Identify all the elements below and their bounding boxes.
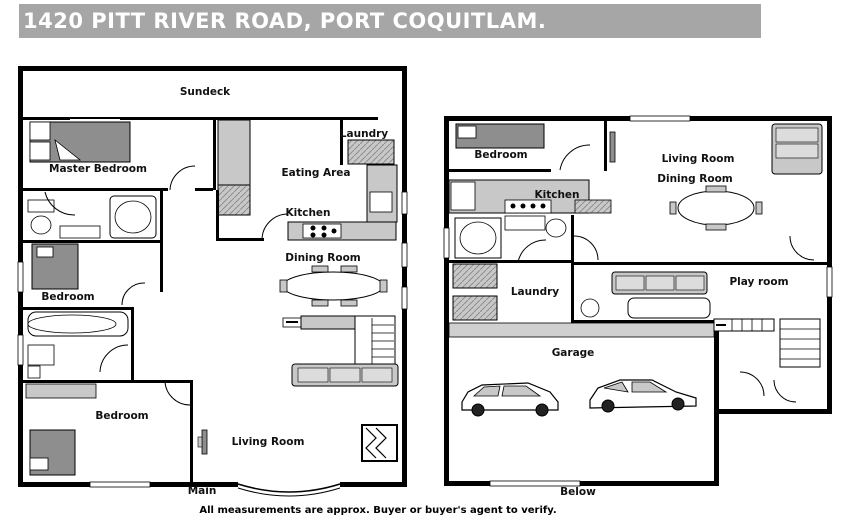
fridge — [574, 199, 612, 214]
room-label-living-room: Living Room — [232, 436, 305, 448]
vanity — [59, 225, 101, 239]
dining-table — [282, 271, 384, 301]
window — [826, 266, 833, 298]
toilet — [27, 199, 55, 213]
tv — [609, 131, 616, 163]
car-icon — [461, 382, 559, 417]
toilet — [580, 298, 600, 318]
chair — [705, 185, 727, 193]
chair — [311, 265, 329, 273]
bay-window — [237, 483, 341, 493]
vanity — [504, 215, 546, 231]
bathtub — [627, 297, 711, 319]
closet — [25, 383, 97, 399]
room-label-dining-room: Dining Room — [657, 173, 733, 185]
room-label-laundry: Laundry — [511, 286, 559, 298]
window — [401, 191, 408, 215]
room-label-living-room: Living Room — [662, 153, 735, 165]
room-label-kitchen: Kitchen — [534, 189, 579, 201]
floor-label-below: Below — [560, 486, 596, 498]
main-bottom-wall-right — [340, 482, 407, 487]
room-label-garage: Garage — [552, 347, 595, 359]
floor-label-main: Main — [188, 485, 217, 497]
property-title: 1420 PITT RIVER ROAD, PORT COQUITLAM. — [23, 9, 547, 33]
below-floor-plan — [443, 115, 833, 487]
dining-table — [677, 190, 755, 226]
sink — [27, 344, 55, 366]
pillow — [29, 457, 49, 471]
sundeck-divider — [23, 117, 378, 120]
main-floor-plan — [17, 66, 408, 497]
room-label-bedroom: Bedroom — [41, 291, 94, 303]
main-right-wall — [402, 66, 407, 487]
room-label-laundry: Laundry — [340, 128, 388, 140]
toilet — [545, 218, 567, 238]
room-label-eating-area: Eating Area — [281, 167, 350, 179]
washer-dryer — [347, 139, 395, 165]
room-label-bedroom: Bedroom — [474, 149, 527, 161]
stair-rail — [300, 315, 358, 330]
pillow — [29, 121, 51, 141]
below-bottom-wall — [444, 481, 719, 486]
tv — [201, 429, 208, 455]
room-label-dining-room: Dining Room — [285, 252, 361, 264]
garage-strip — [448, 322, 715, 338]
room-label-bedroom: Bedroom — [95, 410, 148, 422]
kitchen-sink — [369, 191, 393, 213]
toilet — [27, 365, 41, 379]
door-swing — [169, 165, 196, 191]
room-label-sundeck: Sundeck — [180, 86, 231, 98]
main-top-wall — [18, 66, 407, 71]
washer-dryer — [452, 263, 498, 289]
pillow — [36, 246, 54, 258]
kitchen-sink — [450, 181, 476, 211]
stove — [504, 199, 552, 214]
room-label-play-room: Play room — [729, 276, 788, 288]
room-label-master-bedroom: Master Bedroom — [49, 163, 147, 175]
fireplace — [361, 424, 398, 462]
pillow — [457, 125, 477, 139]
title-banner: 1420 PITT RIVER ROAD, PORT COQUITLAM. — [19, 4, 761, 38]
below-left-wall — [444, 116, 449, 486]
stairs — [713, 318, 775, 332]
fridge — [217, 184, 251, 216]
car-icon — [589, 379, 697, 413]
room-label-kitchen: Kitchen — [285, 207, 330, 219]
disclaimer: All measurements are approx. Buyer or bu… — [199, 505, 556, 516]
